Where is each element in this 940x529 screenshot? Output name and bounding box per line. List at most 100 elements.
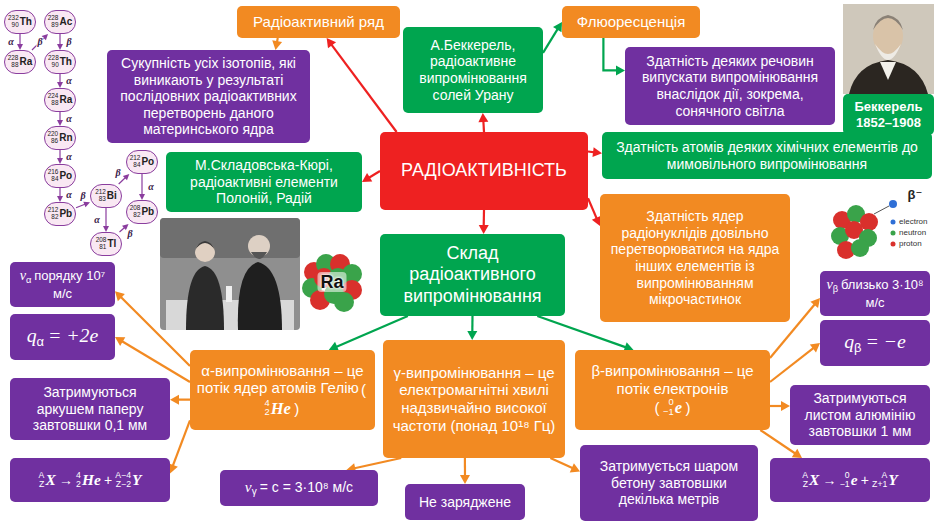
nucleon-numbers: 20882	[130, 205, 141, 218]
nucleon-numbers: 20881	[96, 237, 107, 250]
arrow-head	[792, 449, 802, 458]
nuclide-circle: 20882Pb	[126, 200, 158, 224]
connector-arrow	[362, 171, 380, 182]
box-text: 89	[48, 22, 59, 29]
text-group: qβ= −e	[844, 330, 906, 355]
nucleon-numbers: 22488	[48, 93, 59, 106]
electron-dot	[889, 200, 897, 208]
text-group: 20882Pb	[129, 205, 155, 218]
text-group: РАДІОАКТИВНІСТЬ	[401, 160, 567, 181]
concept-box: AZX→0−1e+AZ+1Y	[770, 458, 930, 502]
nuclide-notation: AZ+1Y	[872, 471, 898, 489]
concept-box: РАДІОАКТИВНІСТЬ	[380, 132, 588, 210]
concept-box: Беккерель1852–1908	[843, 94, 934, 135]
arrow-head	[810, 298, 820, 308]
box-text: Затримується шаром бетону завтовшки декі…	[586, 458, 752, 508]
concept-box: М.Складовська-Кюрі, радіоактивні елемент…	[166, 152, 362, 212]
box-text: Z	[802, 480, 808, 489]
image-label: proton	[899, 240, 922, 248]
box-text: Склад радіоактивного випромінювання	[386, 243, 559, 307]
text-group: Здатність атомів деяких хімічних елемент…	[608, 139, 926, 172]
photo-ground	[160, 218, 300, 330]
connector-arrow	[588, 147, 602, 157]
connector-line	[59, 74, 60, 83]
arrow-head	[592, 147, 602, 157]
box-text: 212	[95, 189, 106, 196]
nucleon-numbers: 21282	[48, 207, 59, 220]
nuclide-notation: 22888Ra	[8, 55, 32, 68]
nuclide-notation: 23290Th	[8, 15, 32, 28]
nuclide-notation: 22488Ra	[48, 93, 72, 106]
connector-line	[141, 174, 142, 195]
connector-line	[770, 405, 783, 407]
box-text: 228	[48, 55, 59, 62]
box-text: 83	[95, 196, 106, 203]
box-text: A	[39, 471, 45, 480]
concept-box: vβблизько 3·10⁸ м/с	[820, 271, 930, 316]
box-text: Tl	[107, 238, 116, 249]
box-text: Здатність ядер радіонуклідів довільно пе…	[606, 208, 784, 307]
box-text: Ra	[19, 56, 32, 67]
arrow-head	[123, 174, 129, 180]
nuclide-notation: 42He	[265, 398, 291, 418]
box-text: γ	[252, 486, 257, 497]
box-text: 212	[130, 155, 141, 162]
box-text: 0	[663, 398, 674, 408]
nuclide-notation: 20882Pb	[130, 205, 154, 218]
nucleon-numbers: 21684	[48, 169, 59, 182]
photo-flask	[226, 286, 232, 302]
box-text: e	[675, 398, 682, 417]
box-text: )	[294, 400, 299, 417]
box-text: 216	[48, 169, 59, 176]
box-text: 86	[47, 138, 58, 145]
beta-decay-picture	[831, 200, 897, 259]
text-group: AZX→42He+A−4Z−2Y	[38, 471, 143, 490]
decay-label: α	[65, 114, 73, 124]
text-group: 22889Ac	[47, 15, 73, 28]
decay-label: β	[65, 37, 72, 47]
photo-wall	[160, 218, 300, 258]
nuclide-notation: 0−1e	[840, 471, 858, 489]
box-text: 2	[265, 408, 270, 418]
connector-arrow	[32, 34, 48, 50]
box-text: порядку 10⁷ м/с	[34, 268, 105, 301]
connector-line	[588, 198, 597, 219]
concept-box: Радіоактивний ряд	[237, 6, 400, 38]
box-text: Радіоактивний ряд	[253, 13, 384, 31]
arrow-head	[83, 202, 90, 208]
concept-box: qβ= −e	[820, 320, 930, 366]
box-text: М.Складовська-Кюрі, радіоактивні елемент…	[172, 157, 356, 207]
connector-line	[59, 34, 60, 45]
box-text: 232	[8, 15, 19, 22]
box-text: Po	[141, 156, 154, 167]
nuclide-notation: 20881Tl	[96, 237, 117, 250]
connector-arrow	[543, 22, 562, 53]
nuclide-notation: 21684Po	[48, 169, 72, 182]
box-text: = −e	[865, 330, 905, 352]
photo-suit	[849, 60, 928, 94]
nucleon-numbers: 21284	[130, 155, 141, 168]
image-label: β⁻	[908, 188, 923, 201]
nucleon-numbers: 22889	[48, 15, 59, 28]
nucleon-numbers: 22890	[48, 55, 59, 68]
nuclide-notation: 21282Pb	[48, 207, 72, 220]
nucleon-numbers: A−4Z−2	[115, 471, 131, 489]
arrow-head	[553, 22, 562, 32]
box-text: (	[361, 381, 366, 398]
arrow-head	[460, 475, 470, 484]
box-text: Затримуються листом алюмінію завтовшки 1…	[796, 390, 924, 440]
connector-line	[770, 347, 814, 382]
text-group: α-випромінювання – це потік ядер атомів …	[196, 362, 369, 418]
concept-box: Здатність атомів деяких хімічних елемент…	[602, 132, 932, 179]
arrow-head	[170, 395, 179, 405]
box-text: →	[59, 472, 73, 488]
box-text: A−4	[115, 471, 131, 480]
arrow-head	[467, 331, 477, 340]
connector-arrow	[170, 395, 190, 405]
arrow-head	[810, 343, 820, 352]
nucleon-numbers: 22086	[47, 131, 58, 144]
arrow-head	[362, 173, 372, 182]
connector-line	[464, 458, 466, 477]
box-text: v	[245, 478, 252, 495]
connector-arrow	[57, 188, 63, 202]
